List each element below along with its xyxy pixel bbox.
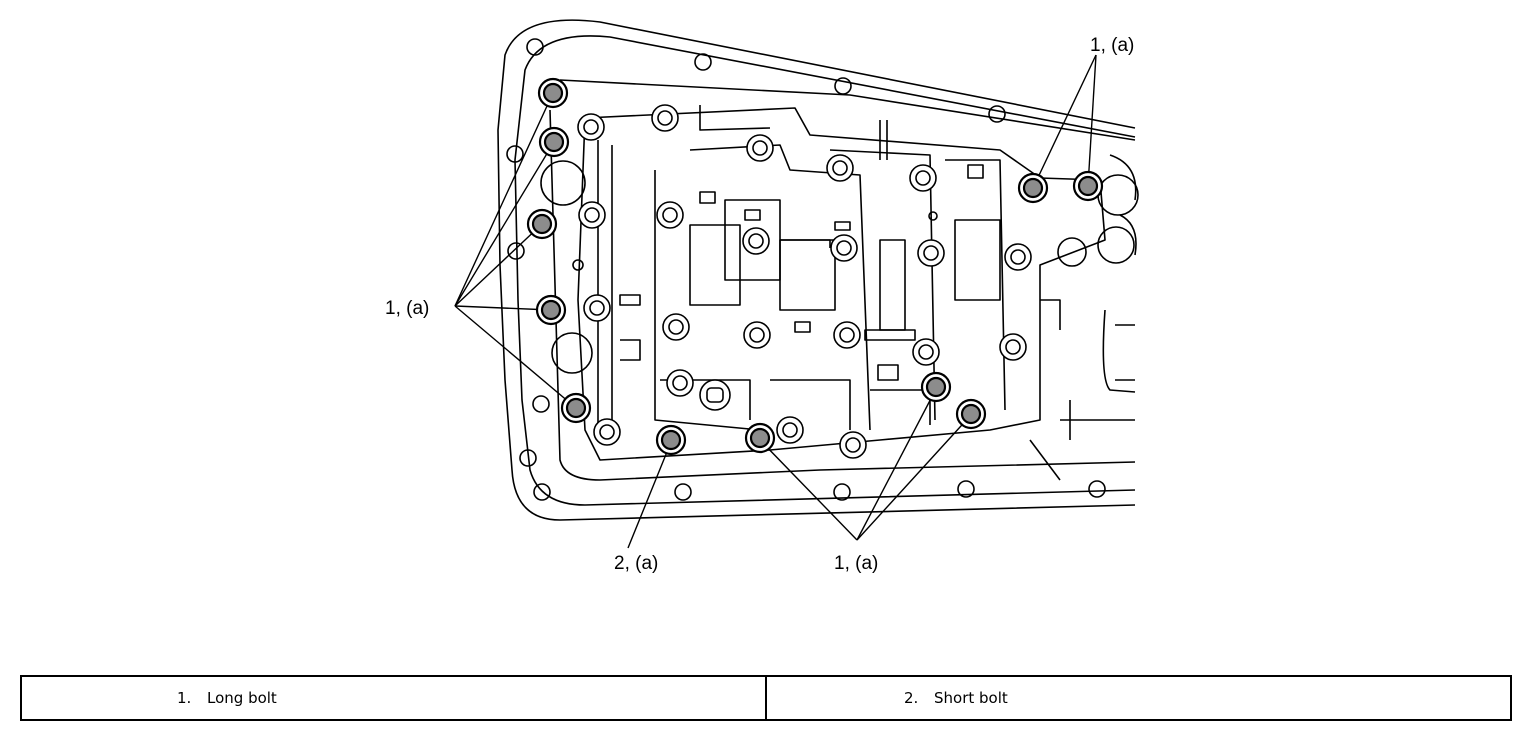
bolt xyxy=(651,104,679,132)
valve-body-bolt-diagram: 1, (a) 1, (a) 2, (a) 1, (a) xyxy=(385,19,1139,574)
legend-table: 1. Long bolt 2. Short bolt xyxy=(20,675,1512,721)
long-bolt xyxy=(537,77,569,109)
leader-lines xyxy=(454,54,1097,549)
highlighted-bolts xyxy=(526,77,1104,456)
legend-number: 2. xyxy=(904,689,919,707)
bolt xyxy=(656,201,684,229)
bolt xyxy=(578,201,606,229)
bolt xyxy=(699,379,731,411)
callout-label-bottom-left: 2, (a) xyxy=(614,553,658,574)
bolt xyxy=(830,234,858,262)
long-bolt xyxy=(526,208,558,240)
bolt xyxy=(909,164,937,192)
bolt xyxy=(666,369,694,397)
bolt xyxy=(826,154,854,182)
legend-number: 1. xyxy=(177,689,192,707)
legend-text: Long bolt xyxy=(207,689,277,707)
bolt xyxy=(999,333,1027,361)
long-bolt xyxy=(744,422,776,454)
bolt xyxy=(743,321,771,349)
bolt xyxy=(917,239,945,267)
long-bolt xyxy=(1072,170,1104,202)
legend-item-long-bolt: 1. Long bolt xyxy=(20,675,767,721)
short-bolt xyxy=(655,424,687,456)
callout-label-left: 1, (a) xyxy=(385,298,429,319)
other-bolts xyxy=(577,104,1032,459)
long-bolt xyxy=(535,294,567,326)
bolt xyxy=(746,134,774,162)
long-bolt xyxy=(560,392,592,424)
long-bolt xyxy=(538,126,570,158)
callout-label-bottom-right: 1, (a) xyxy=(834,553,878,574)
legend-text: Short bolt xyxy=(934,689,1008,707)
bolt xyxy=(742,227,770,255)
bolt xyxy=(593,418,621,446)
bolt xyxy=(833,321,861,349)
bolt xyxy=(1004,243,1032,271)
bolt xyxy=(776,416,804,444)
long-bolt xyxy=(955,398,987,430)
bolt xyxy=(583,294,611,322)
long-bolt xyxy=(920,371,952,403)
legend-row: 1. Long bolt 2. Short bolt xyxy=(20,675,1512,721)
bolt xyxy=(839,431,867,459)
callout-label-top-right: 1, (a) xyxy=(1090,35,1134,56)
bolt xyxy=(912,338,940,366)
bolt xyxy=(662,313,690,341)
long-bolt xyxy=(1017,172,1049,204)
transmission-case-outline xyxy=(497,19,1139,521)
bolt xyxy=(577,113,605,141)
legend-item-short-bolt: 2. Short bolt xyxy=(765,675,1512,721)
